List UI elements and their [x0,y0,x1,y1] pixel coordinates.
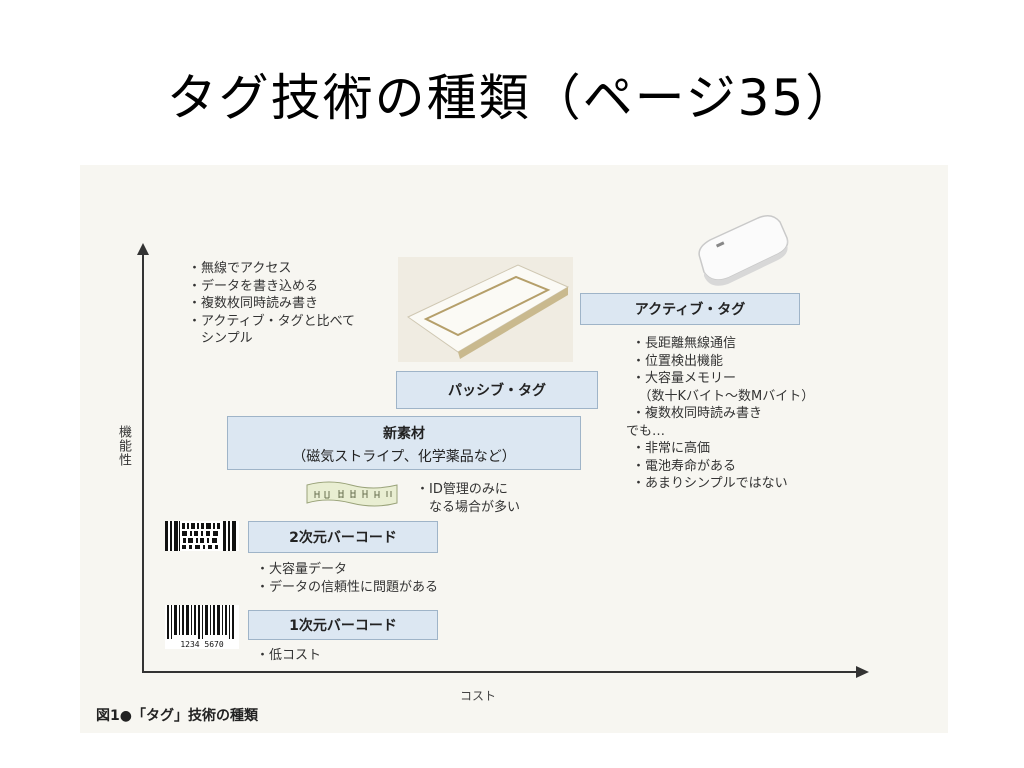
note-line: ・ID管理のみに [416,482,508,497]
tag-technology-figure: 機能性 コスト 図1●「タグ」技術の種類 ・無線でアクセス ・データを書き込める… [80,165,948,733]
note-line: ・データを書き込める [188,278,319,294]
note-line: でも… [626,423,666,439]
note-line: ・複数枚同時読み書き [632,406,763,421]
1d-barcode-label: 1次元バーコード [289,618,397,634]
passive-tag-image [398,257,573,362]
active-tag-image [698,215,789,286]
2d-barcode-label: 2次元バーコード [289,530,397,546]
note-line: ・大容量メモリー [632,371,737,386]
x-axis-arrow [856,666,869,678]
note-line: ・複数枚同時読み書き [188,296,319,311]
passive-tag-notes: ・無線でアクセス ・データを書き込める ・複数枚同時読み書き ・アクティブ・タグ… [188,260,355,348]
note-line: ・大容量データ [256,562,348,577]
note-line: ・低コスト [256,648,322,663]
note-line: ・データの信頼性に問題がある [256,579,439,595]
note-line: ・無線でアクセス [188,261,292,276]
note-line: ・非常に高価 [632,441,711,456]
active-tag-label: アクティブ・タグ [634,302,746,318]
1d-barcode-box: 1次元バーコード [248,610,438,640]
2d-barcode-notes: ・大容量データ ・データの信頼性に問題がある [256,561,438,596]
note-line: なる場合が多い [416,499,521,515]
passive-tag-label: パッシブ・タグ [448,383,546,399]
barcode-digits: 1234 5670 [180,640,224,649]
slide-title: タグ技術の種類（ページ35） [166,69,858,127]
note-line: シンプル [188,331,253,346]
new-material-box: 新素材 （磁気ストライプ、化学薬品など） [227,416,581,470]
x-axis-label: コスト [460,689,497,703]
2d-barcode-box: 2次元バーコード [248,521,438,553]
passive-tag-box: パッシブ・タグ [396,371,598,409]
new-material-sample-image [306,481,398,507]
note-line: ・あまりシンプルではない [632,476,788,491]
new-material-label: 新素材 [383,426,425,442]
2d-barcode-image [165,521,239,551]
y-axis [142,253,144,673]
y-axis-label: 機能性 [116,425,131,467]
note-line: ・位置検出機能 [632,353,724,369]
y-axis-arrow [137,243,149,255]
x-axis [142,671,857,673]
new-material-sublabel: （磁気ストライプ、化学薬品など） [292,449,516,465]
1d-barcode-notes: ・低コスト [256,647,321,665]
1d-barcode-image: 1234 5670 [165,605,239,649]
active-tag-notes: ・長距離無線通信 ・位置検出機能 ・大容量メモリー （数十Kバイト～数Mバイト）… [626,335,815,493]
new-material-notes: ・ID管理のみに なる場合が多い [416,481,520,516]
note-line: （数十Kバイト～数Mバイト） [632,388,815,404]
note-line: ・電池寿命がある [632,458,737,474]
figure-caption: 図1●「タグ」技術の種類 [96,708,258,724]
note-line: ・長距離無線通信 [632,336,737,351]
note-line: ・アクティブ・タグと比べて [188,313,356,329]
active-tag-box: アクティブ・タグ [580,293,800,325]
